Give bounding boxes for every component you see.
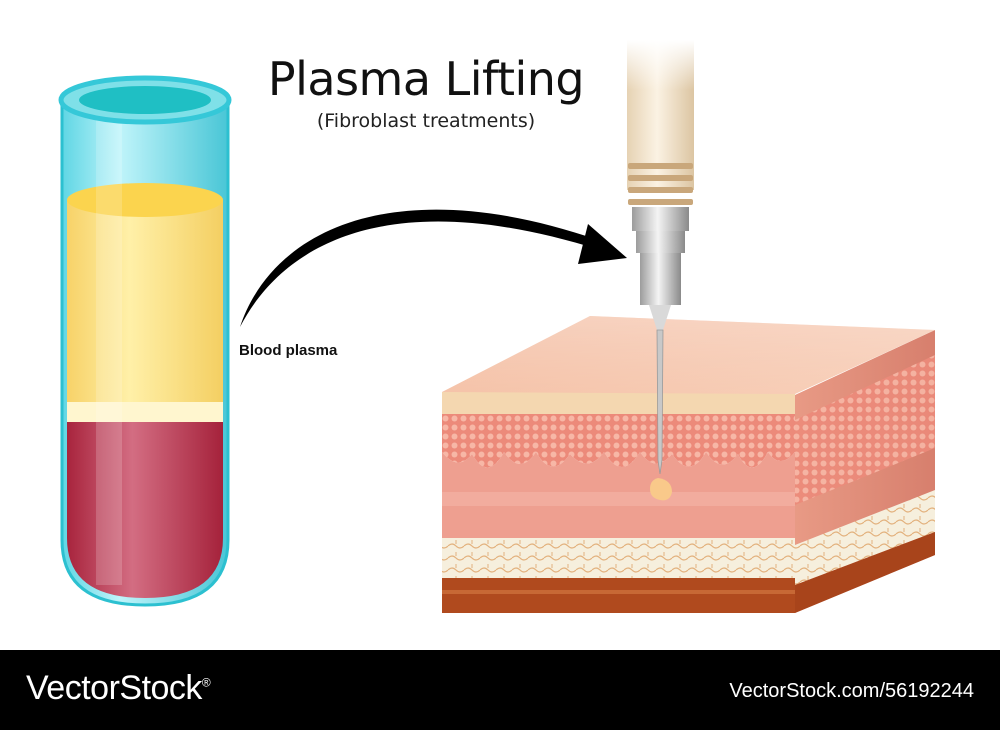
curved-arrow-icon xyxy=(240,209,627,327)
plasma-layer xyxy=(67,200,223,402)
plasma-droplet xyxy=(650,478,672,501)
needle xyxy=(656,329,664,475)
test-tube-icon xyxy=(58,75,232,607)
syringe-needle-icon xyxy=(627,40,694,475)
muscle-layer xyxy=(442,578,795,613)
brand-logo: VectorStock® xyxy=(26,669,211,708)
diagram-title: Plasma Lifting xyxy=(267,52,585,106)
red-blood-cell-layer xyxy=(67,420,223,598)
fat-layer xyxy=(442,538,795,580)
diagram-subtitle: (Fibroblast treatments) xyxy=(316,110,536,132)
brand-name: VectorStock xyxy=(26,669,202,707)
buffy-coat-layer xyxy=(67,400,223,422)
registered-mark: ® xyxy=(201,675,211,690)
stock-id: VectorStock.com/56192244 xyxy=(729,680,974,702)
watermark-footer: VectorStock® VectorStock.com/56192244 xyxy=(0,650,1000,730)
illustration xyxy=(58,40,935,613)
blood-plasma-label: Blood plasma xyxy=(239,342,338,359)
skin-cross-section-icon xyxy=(442,316,935,613)
epidermis-layer xyxy=(442,414,795,468)
